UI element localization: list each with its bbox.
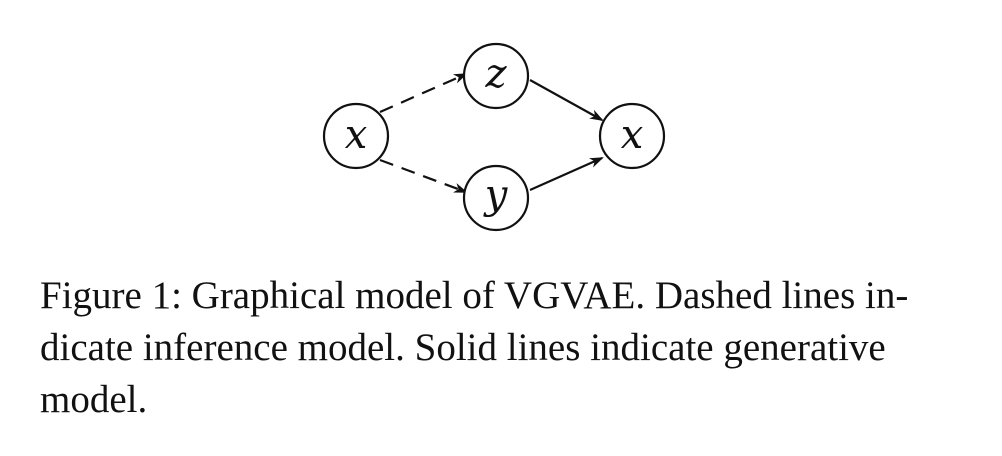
figure-caption: Figure 1: Graphical model of VGVAE. Dash…	[40, 270, 970, 426]
node-x-input: x	[322, 102, 390, 170]
caption-line-3: model.	[40, 378, 148, 421]
edge-x-to-y-dashed	[379, 158, 468, 194]
node-z-label: z	[484, 51, 507, 97]
node-x-output: x	[598, 102, 666, 170]
graphical-model-diagram: x z y x	[322, 42, 666, 232]
edge-z-to-x-solid	[529, 79, 604, 121]
graphical-model-figure: x z y x	[322, 42, 666, 232]
caption-line-2: dicate inference model. Solid lines indi…	[40, 326, 886, 369]
node-x-input-label: x	[345, 112, 368, 158]
edge-y-to-x-solid	[529, 156, 604, 192]
node-z: z	[462, 42, 530, 110]
node-x-output-label: x	[621, 112, 644, 158]
node-y-label: y	[483, 172, 509, 218]
caption-line-1: Figure 1: Graphical model of VGVAE. Dash…	[40, 274, 909, 317]
node-y: y	[462, 164, 530, 232]
edge-x-to-z-dashed	[379, 72, 468, 114]
